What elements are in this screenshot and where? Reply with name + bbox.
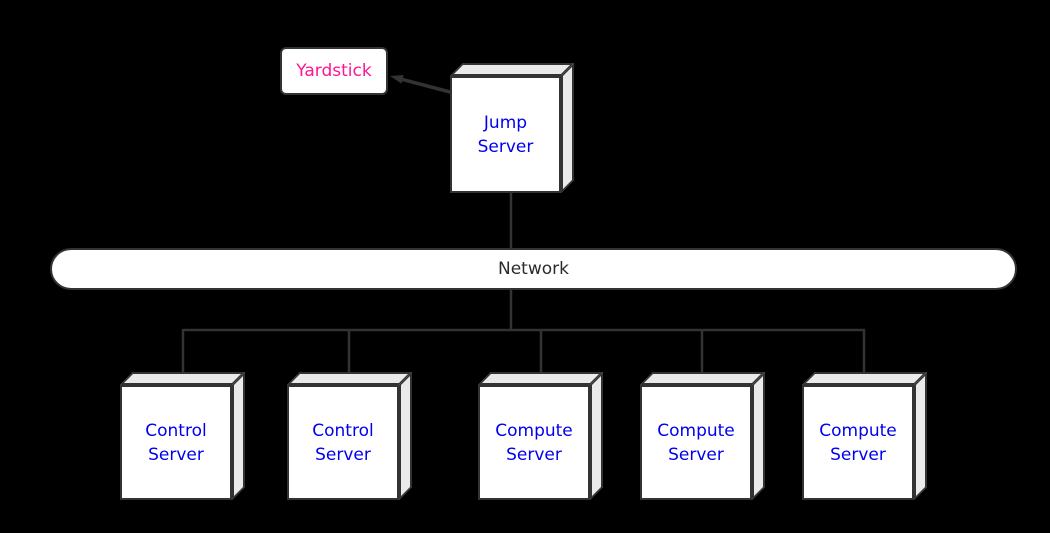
compute-server-1-label-line1: Compute [495,420,573,441]
compute-server-1-side-face [590,372,603,500]
compute-server-3-front-face: Compute Server [802,385,914,500]
control-server-1-side-face [232,372,245,500]
control-server-1-top-face [120,372,245,385]
jump-server-top-face [450,63,574,76]
compute-server-3-label-line2: Server [830,444,886,465]
control-server-2-front-face: Control Server [287,385,399,500]
yardstick-node: Yardstick [280,47,388,95]
compute-server-2-label-line2: Server [668,444,724,465]
jump-server-label-line2: Server [477,136,534,157]
compute-server-2-top-face [640,372,765,385]
control-server-2-side-face [399,372,412,500]
compute-server-2-front-face: Compute Server [640,385,752,500]
control-server-1-label-line2: Server [148,444,204,465]
compute-server-3-side-face [914,372,927,500]
control-server-2-top-face [287,372,412,385]
yardstick-arrowhead-icon [390,75,404,84]
compute-server-1-top-face [478,372,603,385]
compute-server-2-label-line1: Compute [657,420,735,441]
control-server-2-label-line2: Server [315,444,371,465]
jump-server-side-face [561,63,574,193]
compute-server-3-top-face [802,372,927,385]
compute-server-2-side-face [752,372,765,500]
control-server-1-label-line1: Control [145,420,207,441]
control-server-2-label-line1: Control [312,420,374,441]
compute-server-3-label-line1: Compute [819,420,897,441]
yardstick-label: Yardstick [296,61,372,81]
control-server-1-front-face: Control Server [120,385,232,500]
jump-server-front-face: Jump Server [450,76,561,193]
network-label: Network [498,259,569,279]
jump-server-label-line1: Jump [483,112,528,133]
compute-server-1-front-face: Compute Server [478,385,590,500]
network-bus: Network [50,248,1017,290]
compute-server-1-label-line2: Server [506,444,562,465]
